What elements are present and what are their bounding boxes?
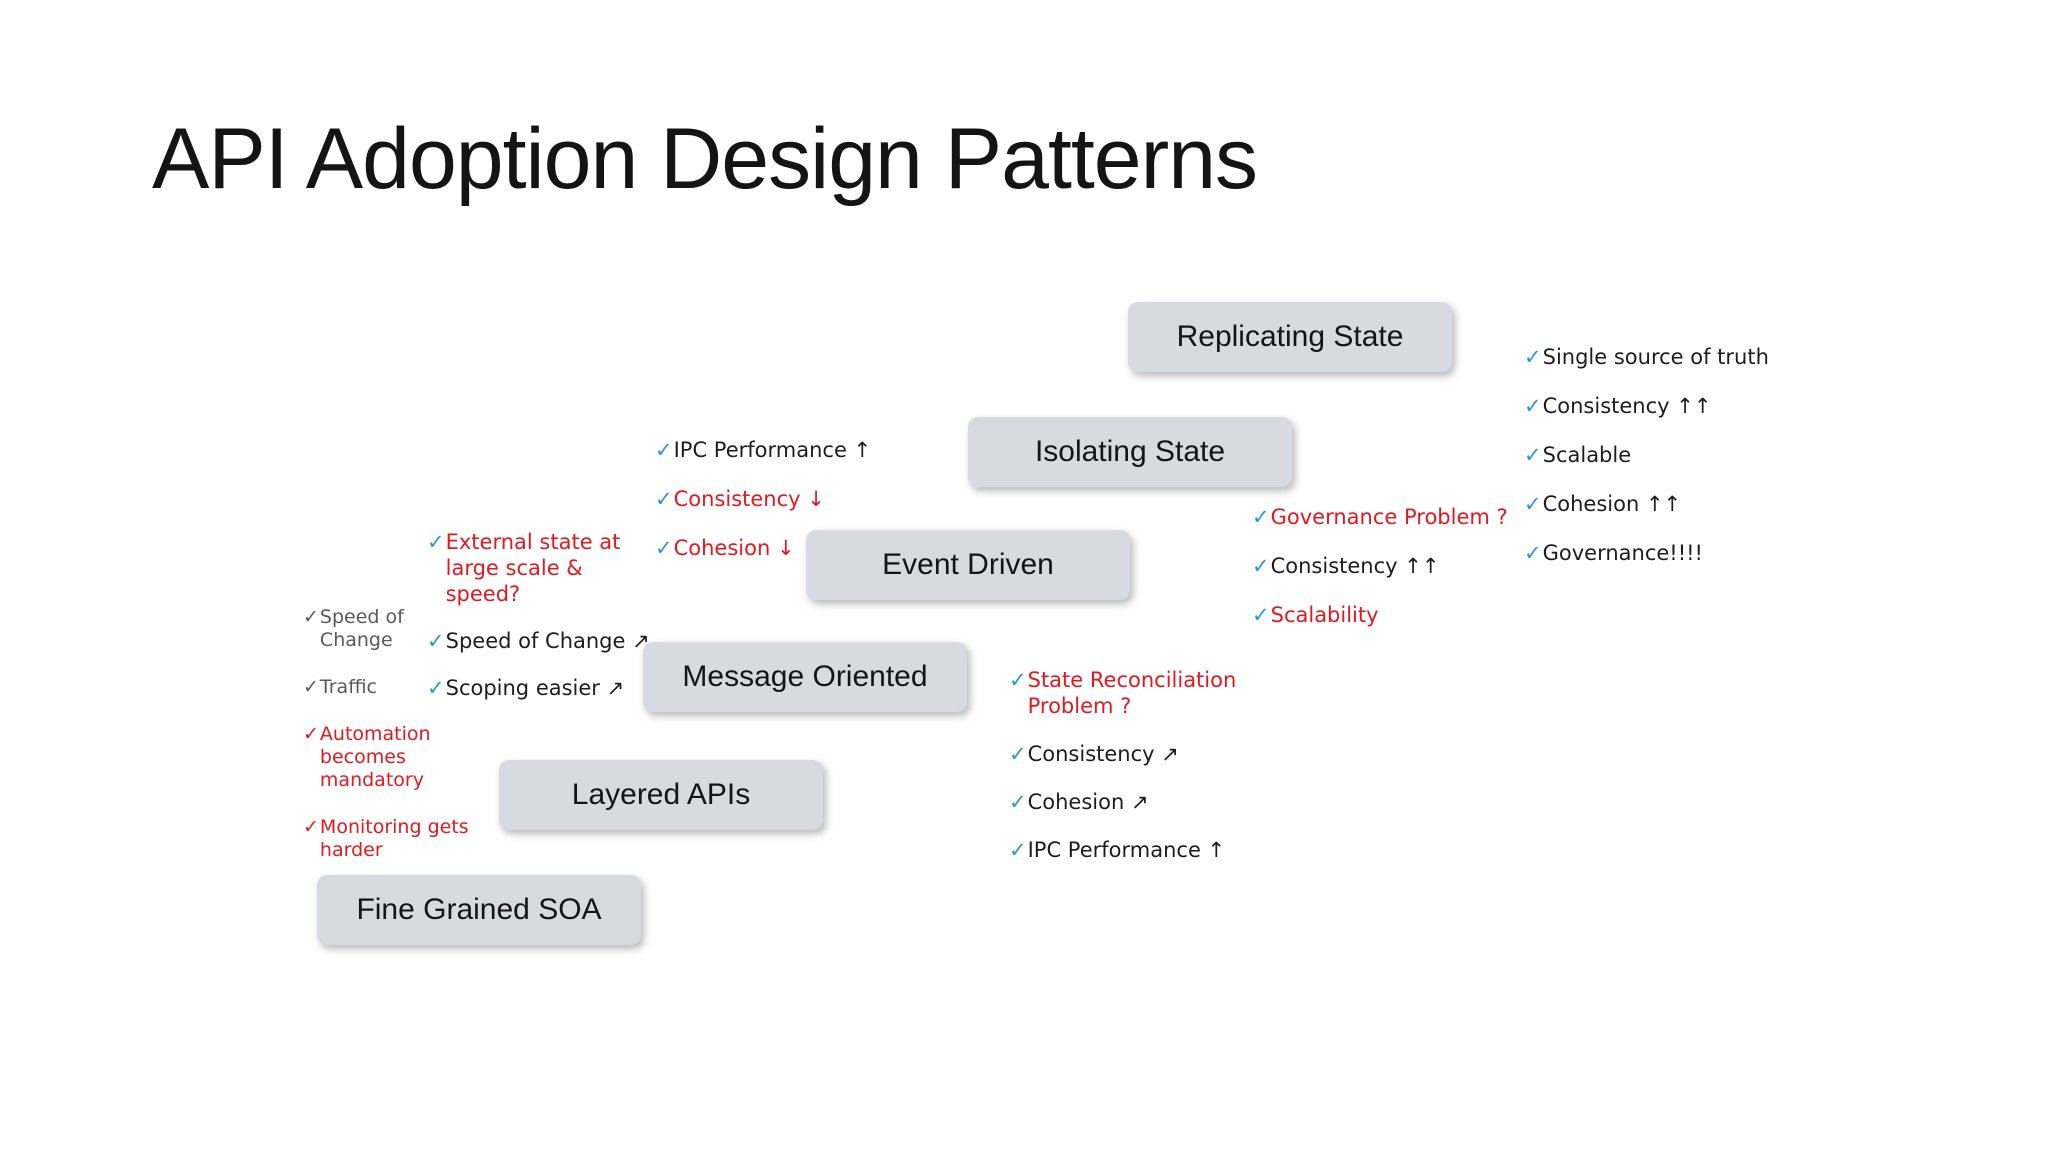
check-icon: ✓ (1524, 492, 1542, 516)
list-item-text: Monitoring gets harder (319, 816, 469, 861)
list-item: ✓ Speed of Change ↗ (427, 628, 655, 654)
list-item-text: Single source of truth (1542, 345, 1769, 369)
check-icon: ✓ (303, 606, 319, 628)
list-item-text: Speed of Change (319, 606, 404, 651)
list-item: ✓ Traffic (303, 676, 479, 699)
list-item-text: State Reconciliation Problem ? (1027, 668, 1237, 718)
list-item: ✓ Automation becomes mandatory (303, 723, 479, 792)
pattern-box-replicating-state: Replicating State (1128, 302, 1452, 372)
list-item: ✓ Consistency ↗ (1009, 741, 1244, 767)
list-item-text: Cohesion ↓ (673, 536, 795, 560)
check-icon: ✓ (427, 676, 445, 700)
check-icon: ✓ (655, 536, 673, 560)
list-item: ✓ Cohesion ↗ (1009, 789, 1244, 815)
notes-list-fine-grained-soa: ✓ Speed of Change ✓ Traffic ✓ Automation… (303, 606, 479, 862)
list-item: ✓ Scalability (1252, 602, 1522, 628)
check-icon: ✓ (303, 676, 319, 698)
list-item-text: Governance!!!! (1542, 541, 1703, 565)
list-item: ✓ Cohesion ↑↑ (1524, 491, 1814, 517)
notes-list-event-driven: ✓ IPC Performance ↑ ✓ Consistency ↓ ✓ Co… (655, 437, 905, 561)
list-item: ✓ Speed of Change (303, 606, 479, 652)
pattern-box-layered-apis: Layered APIs (499, 760, 823, 830)
list-item: ✓ Consistency ↑↑ (1524, 393, 1814, 419)
check-icon: ✓ (1252, 554, 1270, 578)
check-icon: ✓ (427, 530, 445, 554)
pattern-box-label: Layered APIs (571, 778, 751, 811)
list-item-text: Scalability (1270, 603, 1379, 627)
check-icon: ✓ (1009, 790, 1027, 814)
check-icon: ✓ (1009, 742, 1027, 766)
notes-list-message-oriented: ✓ External state at large scale & speed?… (427, 529, 655, 701)
list-item-text: Automation becomes mandatory (319, 723, 431, 791)
list-item: ✓ External state at large scale & speed? (427, 529, 655, 607)
check-icon: ✓ (655, 438, 673, 462)
slide-title: API Adoption Design Patterns (152, 111, 1258, 207)
list-item: ✓ Scoping easier ↗ (427, 675, 655, 701)
list-item: ✓ IPC Performance ↑ (1009, 837, 1244, 863)
list-item: ✓ Single source of truth (1524, 344, 1814, 370)
check-icon: ✓ (427, 629, 445, 653)
list-item-text: IPC Performance ↑ (673, 438, 872, 462)
list-item-text: Consistency ↑↑ (1542, 394, 1712, 418)
check-icon: ✓ (1524, 443, 1542, 467)
check-icon: ✓ (1524, 394, 1542, 418)
list-item-text: Cohesion ↗ (1027, 790, 1149, 814)
list-item: ✓ Monitoring gets harder (303, 816, 479, 862)
list-item-text: IPC Performance ↑ (1027, 838, 1226, 862)
list-item: ✓ Cohesion ↓ (655, 535, 905, 561)
list-item: ✓ Consistency ↑↑ (1252, 553, 1522, 579)
list-item: ✓ Governance!!!! (1524, 540, 1814, 566)
check-icon: ✓ (1009, 668, 1027, 692)
list-item-text: Governance Problem ? (1270, 505, 1508, 529)
list-item-text: Cohesion ↑↑ (1542, 492, 1682, 516)
notes-list-isolating-state: ✓ Governance Problem ? ✓ Consistency ↑↑ … (1252, 504, 1522, 628)
list-item: ✓ IPC Performance ↑ (655, 437, 905, 463)
check-icon: ✓ (655, 487, 673, 511)
pattern-box-event-driven: Event Driven (806, 530, 1130, 600)
list-item-text: External state at large scale & speed? (445, 530, 621, 606)
pattern-box-isolating-state: Isolating State (968, 417, 1292, 487)
check-icon: ✓ (1009, 838, 1027, 862)
check-icon: ✓ (1524, 345, 1542, 369)
check-icon: ✓ (1252, 603, 1270, 627)
pattern-box-label: Message Oriented (682, 660, 928, 693)
notes-list-state-reconciliation: ✓ State Reconciliation Problem ? ✓ Consi… (1009, 667, 1244, 863)
pattern-box-label: Event Driven (882, 548, 1054, 581)
notes-list-replicating-state: ✓ Single source of truth ✓ Consistency ↑… (1524, 344, 1814, 566)
check-icon: ✓ (303, 816, 319, 838)
pattern-box-label: Replicating State (1176, 320, 1404, 353)
pattern-box-fine-grained-soa: Fine Grained SOA (317, 875, 641, 945)
list-item: ✓ Governance Problem ? (1252, 504, 1522, 530)
list-item: ✓ Scalable (1524, 442, 1814, 468)
pattern-box-label: Isolating State (1034, 435, 1226, 468)
check-icon: ✓ (1524, 541, 1542, 565)
list-item-text: Consistency ↑↑ (1270, 554, 1440, 578)
list-item-text: Scoping easier ↗ (445, 676, 625, 700)
list-item-text: Scalable (1542, 443, 1632, 467)
pattern-box-message-oriented: Message Oriented (643, 642, 967, 712)
list-item-text: Speed of Change ↗ (445, 629, 650, 653)
list-item: ✓ Consistency ↓ (655, 486, 905, 512)
pattern-box-label: Fine Grained SOA (356, 893, 602, 926)
list-item: ✓ State Reconciliation Problem ? (1009, 667, 1244, 719)
check-icon: ✓ (1252, 505, 1270, 529)
list-item-text: Traffic (319, 676, 378, 698)
list-item-text: Consistency ↓ (673, 487, 825, 511)
check-icon: ✓ (303, 723, 319, 745)
list-item-text: Consistency ↗ (1027, 742, 1179, 766)
